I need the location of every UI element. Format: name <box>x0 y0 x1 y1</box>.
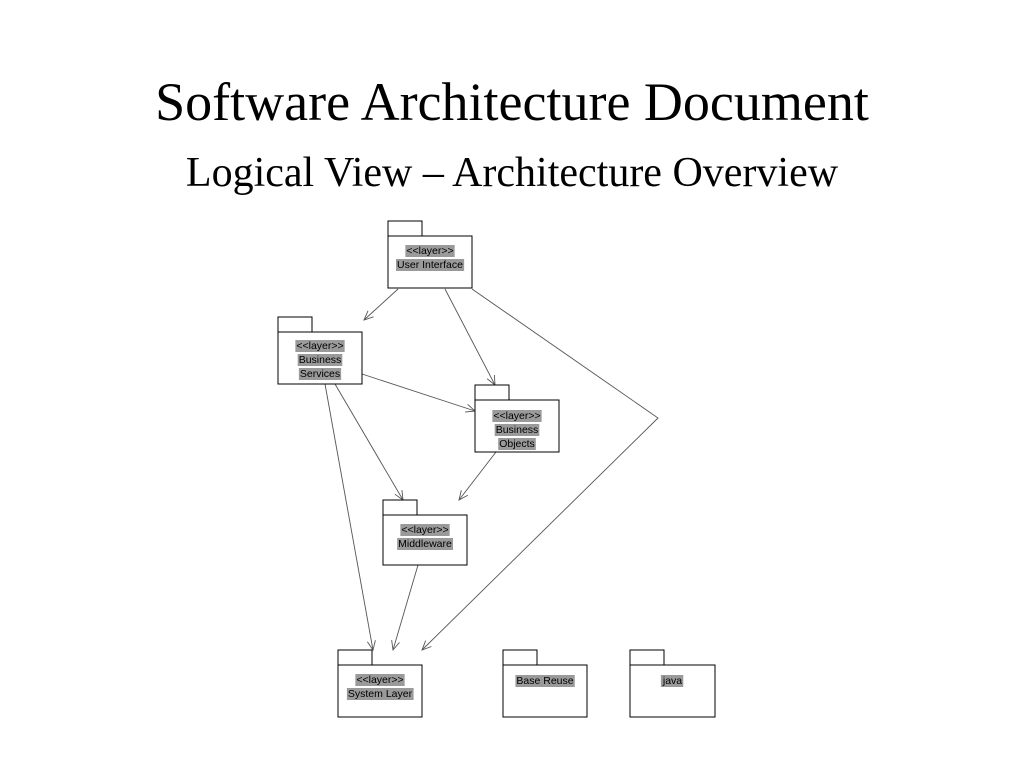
arrow-head <box>421 640 432 651</box>
package-label-line: <<layer>> <box>401 524 448 536</box>
slide-title: Software Architecture Document <box>155 72 869 132</box>
package-body <box>629 664 716 718</box>
dependency-middleware-to-system-layer <box>391 564 419 652</box>
package-middleware: <<layer>> Middleware <box>382 499 468 566</box>
package-label-line: Objects <box>499 438 535 450</box>
label-highlight <box>405 245 455 257</box>
label-highlight <box>396 259 465 271</box>
package-java: java <box>629 649 716 718</box>
dependency-user-interface-to-system-layer <box>421 288 659 651</box>
package-tab <box>337 649 373 666</box>
package-label-line: <<layer>> <box>406 245 453 257</box>
package-label-line: Business <box>299 354 342 366</box>
dependency-user-interface-to-business-services <box>363 288 399 321</box>
slide-subtitle: Logical View – Architecture Overview <box>185 150 839 196</box>
package-label-line: <<layer>> <box>356 674 403 686</box>
dependency-business-services-to-system-layer <box>324 383 376 652</box>
label-highlight <box>660 675 684 687</box>
package-tab <box>474 384 510 401</box>
arrow-head <box>458 490 469 501</box>
package-boxes: <<layer>> User Interface <<layer>> Business… <box>277 220 716 718</box>
package-label-line: User Interface <box>397 259 463 271</box>
arrow-head <box>363 310 374 321</box>
arrow-head <box>391 640 400 652</box>
package-system-layer: <<layer>> System Layer <box>337 649 423 718</box>
label-highlight <box>297 354 343 366</box>
package-user-interface: <<layer>> User Interface <box>387 220 473 289</box>
package-base-reuse: Base Reuse <box>502 649 588 718</box>
label-highlight <box>498 438 536 450</box>
package-label-line: <<layer>> <box>296 340 343 352</box>
package-label-line: Base Reuse <box>516 675 573 687</box>
dependency-business-services-to-business-objects <box>361 373 477 413</box>
arrow-head <box>366 640 376 652</box>
package-tab <box>629 649 665 666</box>
package-label-line: java <box>662 675 682 687</box>
dependency-business-objects-to-middleware <box>458 451 497 501</box>
dependency-arrows <box>324 288 659 652</box>
package-label-line: <<layer>> <box>493 410 540 422</box>
package-label-line: System Layer <box>348 688 413 700</box>
dependency-business-services-to-middleware <box>334 383 404 501</box>
package-label-line: Business <box>496 424 539 436</box>
label-highlight <box>494 424 540 436</box>
label-highlight <box>298 368 342 380</box>
label-highlight <box>397 538 453 550</box>
package-label-line: Services <box>300 368 340 380</box>
package-tab <box>382 499 418 516</box>
label-highlight <box>295 340 345 352</box>
package-label-line: Middleware <box>398 538 452 550</box>
package-body <box>502 664 588 718</box>
label-highlight <box>515 675 575 687</box>
dependency-user-interface-to-business-objects <box>444 288 496 386</box>
package-tab <box>502 649 538 666</box>
package-tab <box>277 316 313 333</box>
label-highlight <box>492 410 542 422</box>
package-tab <box>387 220 423 237</box>
label-highlight <box>400 524 450 536</box>
label-highlight <box>355 674 405 686</box>
label-highlight <box>346 688 414 700</box>
